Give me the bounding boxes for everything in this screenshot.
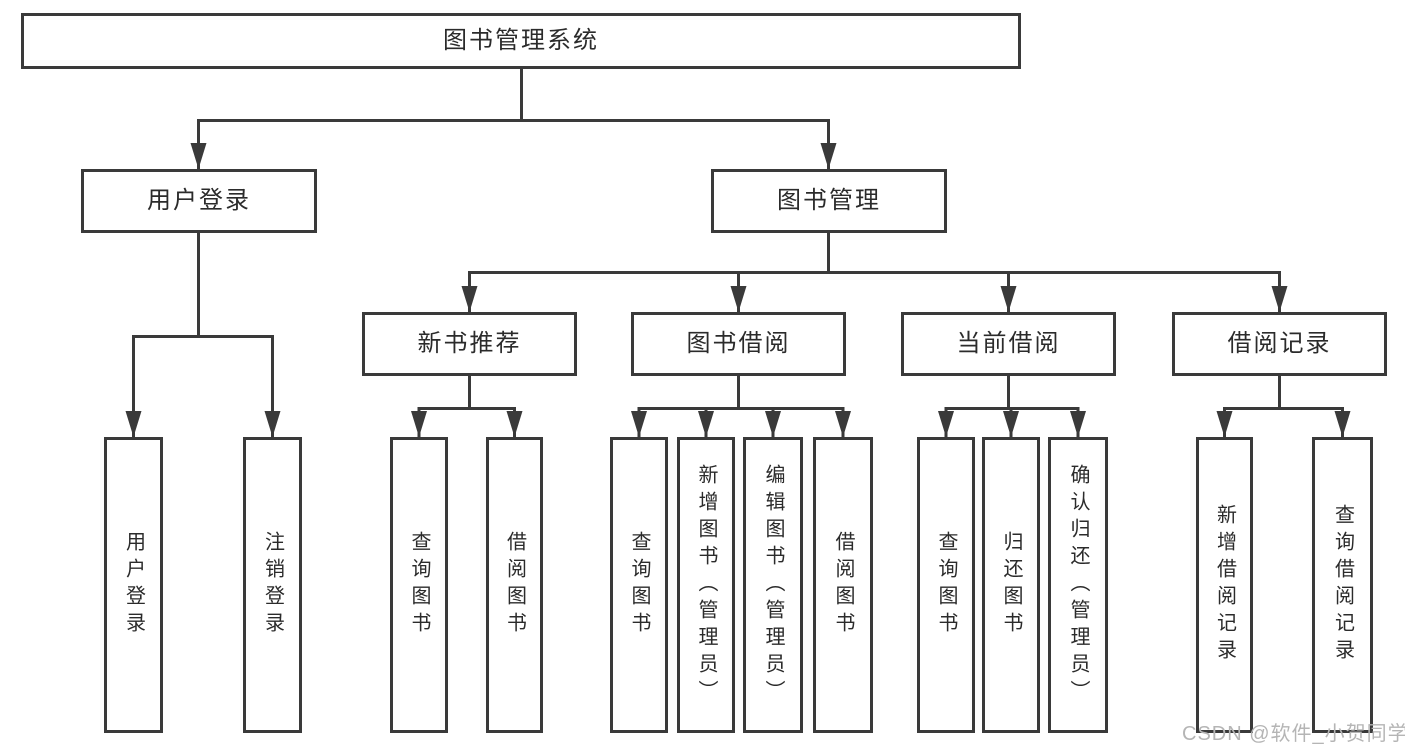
leaf-borrowing-query-books: 查询图书: [610, 437, 668, 733]
leaf-current-confirm-return-admin: 确认归还（管理员）: [1048, 437, 1108, 733]
leaf-current-return-books: 归还图书: [982, 437, 1040, 733]
tree-edge-lines: [132, 69, 1344, 437]
leaf-borrowing-add-books-admin: 新增图书（管理员）: [677, 437, 735, 733]
leaf-borrowing-edit-books-admin: 编辑图书（管理员）: [743, 437, 803, 733]
node-book-management: 图书管理: [711, 169, 947, 233]
leaf-borrowing-borrow-books: 借阅图书: [813, 437, 873, 733]
leaf-recommend-borrow-books: 借阅图书: [486, 437, 543, 733]
csdn-watermark: CSDN @软件_小贺同学: [1182, 723, 1405, 745]
leaf-user-login: 用户登录: [104, 437, 163, 733]
leaf-records-query-borrow-record: 查询借阅记录: [1312, 437, 1373, 733]
leaf-current-query-books: 查询图书: [917, 437, 975, 733]
node-new-book-recommendation: 新书推荐: [362, 312, 577, 376]
leaf-records-add-borrow-record: 新增借阅记录: [1196, 437, 1253, 733]
tree-arrowheads: [125, 143, 1351, 437]
node-book-borrowing: 图书借阅: [631, 312, 846, 376]
node-library-management-system: 图书管理系统: [21, 13, 1021, 69]
node-current-borrowing: 当前借阅: [901, 312, 1116, 376]
leaf-recommend-query-books: 查询图书: [390, 437, 448, 733]
node-borrowing-records: 借阅记录: [1172, 312, 1387, 376]
node-user-login: 用户登录: [81, 169, 317, 233]
leaf-logout: 注销登录: [243, 437, 302, 733]
